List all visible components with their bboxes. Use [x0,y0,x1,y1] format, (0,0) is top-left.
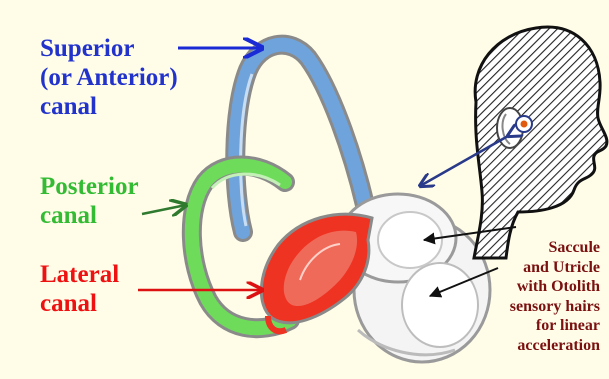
lateral-label-line-1: Lateral [40,260,119,289]
saccule-utricle-label: Saccule and Utricle with Otolith sensory… [510,238,600,355]
saccule-label-line-4: sensory hairs [510,297,600,317]
posterior-arrow [142,205,186,214]
head-silhouette-icon [474,27,607,258]
superior-label-line-2: (or Anterior) [40,63,178,92]
lateral-label-line-2: canal [40,289,119,318]
lateral-canal-label: Lateral canal [40,260,119,318]
superior-canal-label: Superior (or Anterior) canal [40,34,178,121]
saccule-label-line-3: with Otolith [510,277,600,297]
superior-label-line-3: canal [40,92,178,121]
saccule-label-line-6: acceleration [510,336,600,356]
posterior-canal-label: Posterior canal [40,172,139,230]
saccule-label-line-1: Saccule [510,238,600,258]
lateral-canal [261,214,372,331]
saccule-label-line-2: and Utricle [510,258,600,278]
posterior-label-line-1: Posterior [40,172,139,201]
superior-label-line-1: Superior [40,34,178,63]
posterior-label-line-2: canal [40,201,139,230]
saccule-label-line-5: for linear [510,316,600,336]
